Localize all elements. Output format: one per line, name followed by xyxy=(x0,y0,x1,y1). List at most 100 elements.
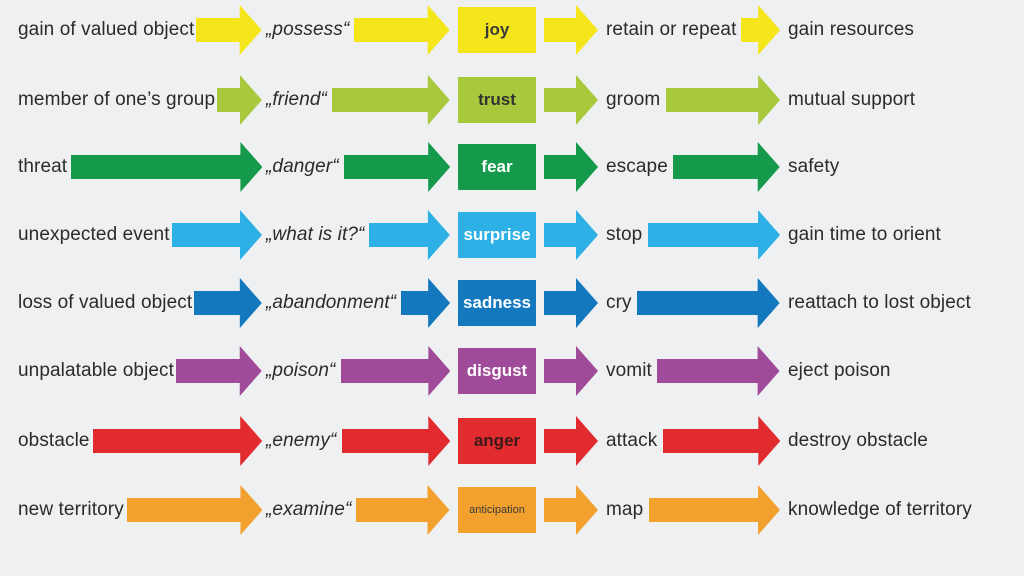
arrow-emotion-to-behavior xyxy=(544,485,598,535)
arrow-cognition-to-emotion xyxy=(400,278,450,328)
arrow-emotion-to-behavior-shape xyxy=(544,75,598,125)
arrow-stimulus-to-cognition xyxy=(92,416,262,466)
arrow-behavior-to-effect-shape xyxy=(657,346,780,396)
emotion-box: trust xyxy=(458,77,536,123)
arrow-behavior-to-effect xyxy=(637,278,780,328)
emotion-label: anticipation xyxy=(469,504,525,516)
arrow-behavior-to-effect-shape xyxy=(665,75,780,125)
arrow-stimulus-to-cognition-shape xyxy=(92,416,262,466)
emotion-box: disgust xyxy=(458,348,536,394)
arrow-behavior-to-effect xyxy=(662,416,780,466)
arrow-stimulus-to-cognition-shape xyxy=(176,346,262,396)
behavior-label: vomit xyxy=(606,360,652,381)
arrow-emotion-to-behavior-shape xyxy=(544,210,598,260)
emotion-label: anger xyxy=(473,431,521,450)
emotion-row: loss of valued object „abandonment“ sadnes… xyxy=(0,275,1024,331)
arrow-behavior-to-effect xyxy=(657,346,780,396)
arrow-cognition-to-emotion xyxy=(343,142,450,192)
arrow-behavior-to-effect-shape xyxy=(647,210,780,260)
arrow-emotion-to-behavior-shape xyxy=(544,5,598,55)
arrow-stimulus-to-cognition xyxy=(126,485,262,535)
arrow-stimulus-to-cognition-shape xyxy=(196,5,262,55)
behavior-label: stop xyxy=(606,224,643,245)
arrow-emotion-to-behavior xyxy=(544,346,598,396)
emotion-label: surprise xyxy=(463,225,531,244)
emotion-box: sadness xyxy=(458,280,536,326)
arrow-cognition-to-emotion-shape xyxy=(369,210,450,260)
arrow-cognition-to-emotion-shape xyxy=(400,278,450,328)
behavior-label: cry xyxy=(606,292,632,313)
emotion-label: joy xyxy=(484,20,510,39)
arrow-behavior-to-effect-shape xyxy=(637,278,780,328)
emotion-box: surprise xyxy=(458,212,536,258)
cognition-label: „enemy“ xyxy=(266,430,337,451)
cognition-label: „abandonment“ xyxy=(266,292,397,313)
arrow-emotion-to-behavior-shape xyxy=(544,278,598,328)
emotion-box: anticipation xyxy=(458,487,536,533)
arrow-emotion-to-behavior xyxy=(544,210,598,260)
emotion-row: gain of valued object „possess“ joy retain … xyxy=(0,2,1024,58)
arrow-stimulus-to-cognition-shape xyxy=(194,278,262,328)
stimulus-label: unexpected event xyxy=(18,224,170,245)
cognition-label: „possess“ xyxy=(266,19,350,40)
arrow-emotion-to-behavior xyxy=(544,75,598,125)
arrow-behavior-to-effect xyxy=(665,75,780,125)
arrow-cognition-to-emotion xyxy=(332,75,450,125)
arrow-cognition-to-emotion-shape xyxy=(343,142,450,192)
emotion-label: fear xyxy=(481,157,513,176)
cognition-label: „danger“ xyxy=(266,156,339,177)
emotion-label: disgust xyxy=(466,361,528,380)
stimulus-label: loss of valued object xyxy=(18,292,193,313)
stimulus-label: unpalatable object xyxy=(18,360,175,381)
emotion-box: joy xyxy=(458,7,536,53)
arrow-behavior-to-effect-shape xyxy=(662,416,780,466)
arrow-emotion-to-behavior-shape xyxy=(544,485,598,535)
behavior-label: attack xyxy=(606,430,658,451)
arrow-behavior-to-effect xyxy=(673,142,780,192)
arrow-stimulus-to-cognition-shape xyxy=(126,485,262,535)
arrow-cognition-to-emotion xyxy=(340,346,450,396)
arrow-stimulus-to-cognition xyxy=(196,5,262,55)
arrow-emotion-to-behavior-shape xyxy=(544,346,598,396)
stimulus-label: gain of valued object xyxy=(18,19,195,40)
arrow-stimulus-to-cognition-shape xyxy=(217,75,262,125)
emotion-label: sadness xyxy=(462,293,532,312)
arrow-behavior-to-effect xyxy=(647,210,780,260)
arrow-cognition-to-emotion-shape xyxy=(341,416,450,466)
effect-label: knowledge of territory xyxy=(788,499,972,520)
arrow-cognition-to-emotion-shape xyxy=(340,346,450,396)
behavior-label: map xyxy=(606,499,644,520)
cognition-label: „friend“ xyxy=(266,89,327,110)
behavior-label: retain or repeat xyxy=(606,19,737,40)
effect-label: destroy obstacle xyxy=(788,430,928,451)
effect-label: reattach to lost object xyxy=(788,292,971,313)
arrow-stimulus-to-cognition-shape xyxy=(172,210,262,260)
arrow-cognition-to-emotion xyxy=(369,210,450,260)
arrow-cognition-to-emotion-shape xyxy=(356,485,450,535)
arrow-emotion-to-behavior xyxy=(544,278,598,328)
arrow-stimulus-to-cognition xyxy=(194,278,262,328)
arrow-stimulus-to-cognition xyxy=(172,210,262,260)
effect-label: gain time to orient xyxy=(788,224,941,245)
arrow-stimulus-to-cognition-shape xyxy=(70,142,262,192)
stimulus-label: threat xyxy=(18,156,68,177)
effect-label: mutual support xyxy=(788,89,916,110)
arrow-emotion-to-behavior-shape xyxy=(544,416,598,466)
arrow-stimulus-to-cognition xyxy=(176,346,262,396)
stimulus-label: member of one’s group xyxy=(18,89,216,110)
arrow-emotion-to-behavior xyxy=(544,5,598,55)
arrow-emotion-to-behavior xyxy=(544,416,598,466)
arrow-stimulus-to-cognition xyxy=(70,142,262,192)
behavior-label: escape xyxy=(606,156,668,177)
effect-label: safety xyxy=(788,156,840,177)
arrow-emotion-to-behavior xyxy=(544,142,598,192)
arrow-cognition-to-emotion xyxy=(341,416,450,466)
emotion-label: trust xyxy=(478,90,516,109)
stimulus-label: new territory xyxy=(18,499,124,520)
